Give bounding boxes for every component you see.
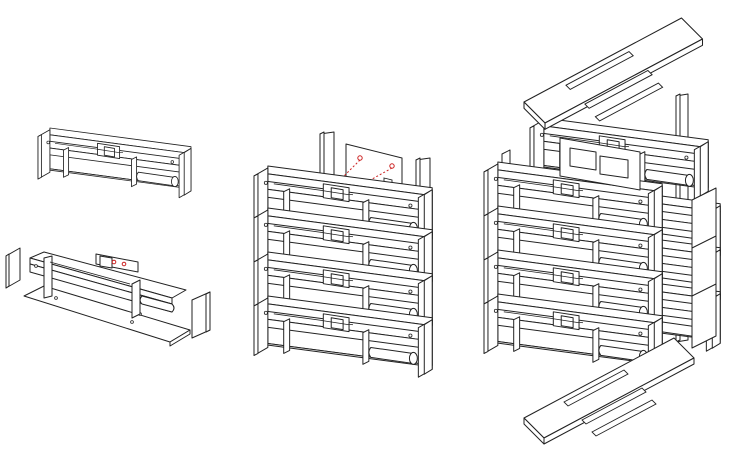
panel-column-four-modules [253, 131, 433, 378]
panel-full-rack [483, 17, 721, 445]
panel-exploded-tray [5, 247, 211, 347]
panel-single-module [37, 127, 192, 199]
